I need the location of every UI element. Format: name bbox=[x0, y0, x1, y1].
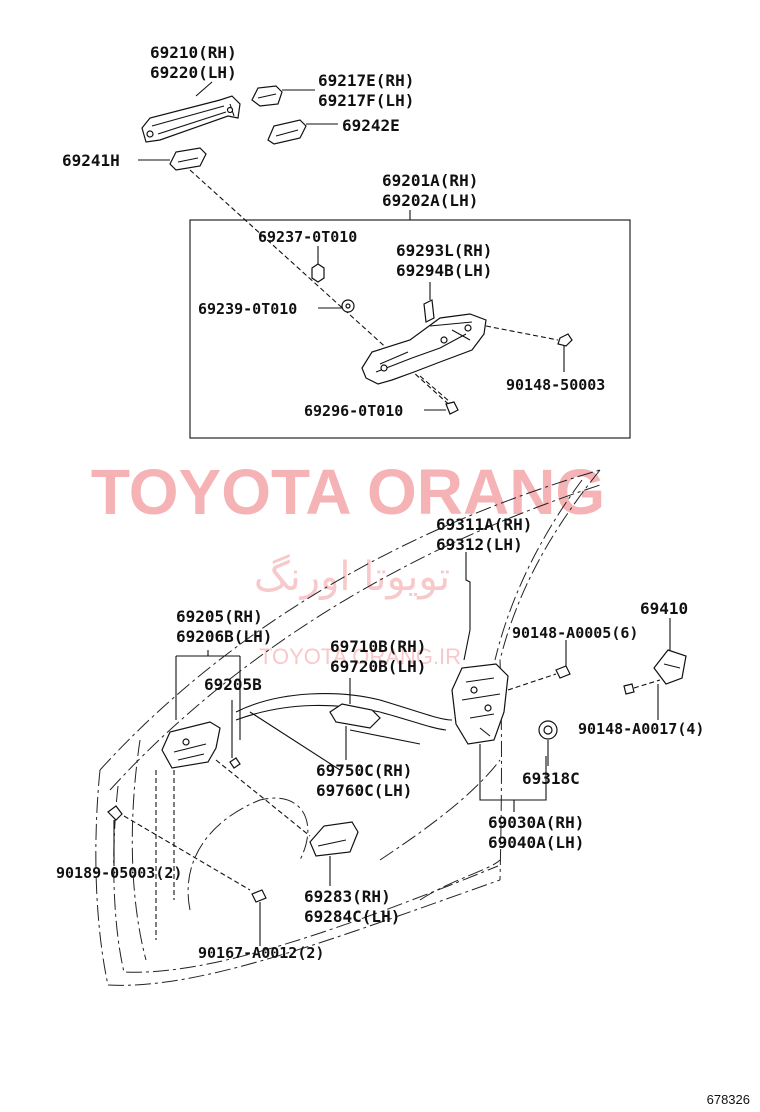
nut-part bbox=[311, 263, 325, 283]
label-69410: 69410 bbox=[640, 599, 688, 618]
handle-bezel-part bbox=[309, 821, 359, 857]
lower-parts-group bbox=[107, 552, 687, 946]
label-69030a: 69030A(RH) bbox=[488, 813, 584, 832]
label-69217f: 69217F(LH) bbox=[318, 91, 414, 110]
handle-screw-part bbox=[229, 757, 241, 769]
label-90148-a0017: 90148-A0017(4) bbox=[578, 720, 704, 738]
label-90148-50003: 90148-50003 bbox=[506, 376, 605, 394]
label-69750c: 69750C(RH) bbox=[316, 761, 412, 780]
label-69040a: 69040A(LH) bbox=[488, 833, 584, 852]
panel-clip-part bbox=[107, 805, 123, 821]
cable-cover-part bbox=[329, 703, 381, 729]
screw-part bbox=[557, 333, 573, 347]
frame-assembly-group bbox=[189, 210, 631, 439]
label-69294b: 69294B(LH) bbox=[396, 261, 492, 280]
label-69210: 69210(RH) bbox=[150, 43, 237, 62]
striker-part bbox=[653, 649, 687, 685]
door-lock-part bbox=[451, 663, 509, 745]
outside-handle-part bbox=[141, 95, 241, 143]
label-69293l: 69293L(RH) bbox=[396, 241, 492, 260]
lock-rod-part bbox=[463, 560, 471, 661]
label-69312: 69312(LH) bbox=[436, 535, 523, 554]
label-69760c: 69760C(LH) bbox=[316, 781, 412, 800]
label-69242e: 69242E bbox=[342, 116, 400, 135]
label-69202a: 69202A(LH) bbox=[382, 191, 478, 210]
label-69318c: 69318C bbox=[522, 769, 580, 788]
figure-number: 678326 bbox=[707, 1092, 750, 1107]
lock-screw-part bbox=[555, 665, 571, 679]
inside-handle-part bbox=[161, 721, 221, 769]
outside-handle-group bbox=[138, 81, 456, 411]
label-69217e: 69217E(RH) bbox=[318, 71, 414, 90]
label-69201a: 69201A(RH) bbox=[382, 171, 478, 190]
label-69283: 69283(RH) bbox=[304, 887, 391, 906]
bolt-part bbox=[445, 401, 459, 415]
label-69296: 69296-0T010 bbox=[304, 402, 403, 420]
watermark-url: TOYOTA ORANG.IR bbox=[259, 644, 461, 669]
label-69237: 69237-0T010 bbox=[258, 228, 357, 246]
handle-pad-part bbox=[267, 119, 307, 145]
label-69311a: 69311A(RH) bbox=[436, 515, 532, 534]
label-69284c: 69284C(LH) bbox=[304, 907, 400, 926]
label-69241h: 69241H bbox=[62, 151, 120, 170]
label-90167: 90167-A0012(2) bbox=[198, 944, 324, 962]
label-69206b: 69206B(LH) bbox=[176, 627, 272, 646]
watermark-brand: TOYOTA ORANG bbox=[91, 456, 605, 528]
label-69205: 69205(RH) bbox=[176, 607, 263, 626]
label-69220: 69220(LH) bbox=[150, 63, 237, 82]
panel-screw-part bbox=[251, 889, 267, 903]
door-outline bbox=[95, 469, 601, 986]
label-69710b: 69710B(RH) bbox=[330, 637, 426, 656]
bracket-part bbox=[423, 299, 435, 323]
watermark-group: TOYOTA ORANG تویوتا اورنگ TOYOTA ORANG.I… bbox=[91, 456, 605, 669]
label-90189: 90189-05003(2) bbox=[56, 864, 182, 882]
label-69205b: 69205B bbox=[204, 675, 262, 694]
watermark-brand-fa: تویوتا اورنگ bbox=[254, 554, 450, 600]
part-labels: 69210(RH) 69220(LH) 69217E(RH) 69217F(LH… bbox=[56, 43, 704, 962]
cable-part bbox=[235, 693, 453, 721]
striker-bolt-part bbox=[623, 683, 635, 695]
label-69239: 69239-0T010 bbox=[198, 300, 297, 318]
label-69720b: 69720B(LH) bbox=[330, 657, 426, 676]
label-90148-a0005: 90148-A0005(6) bbox=[512, 624, 638, 642]
rear-pad-part bbox=[169, 147, 207, 171]
